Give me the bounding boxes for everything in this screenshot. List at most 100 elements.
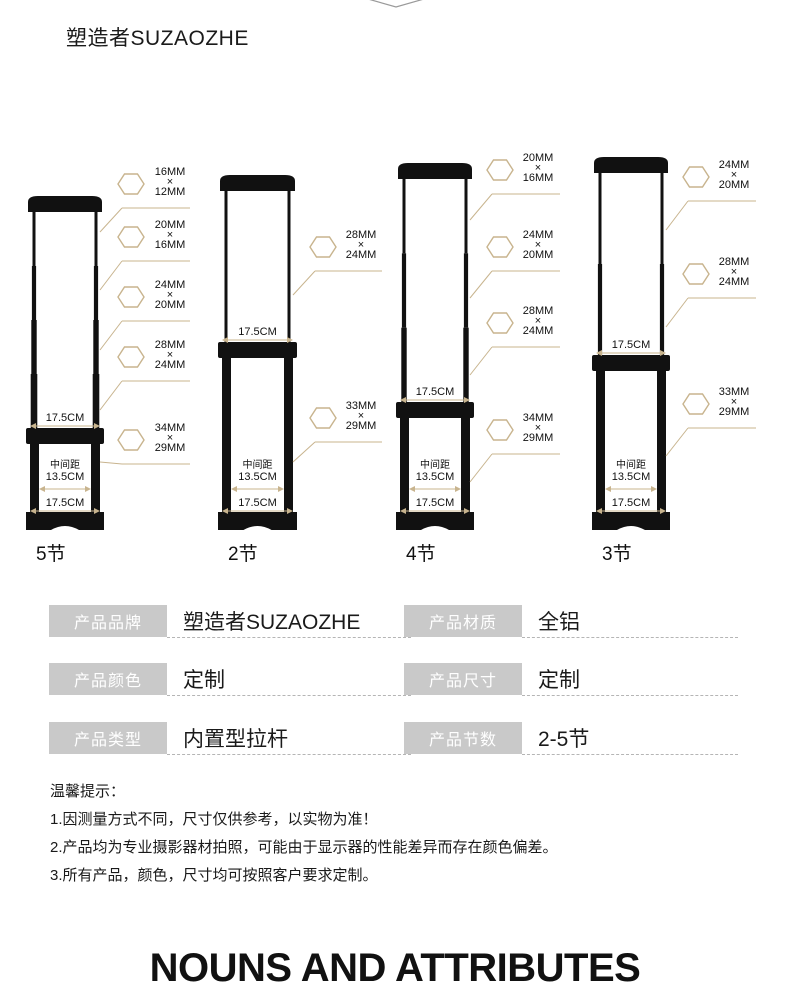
handle-base <box>218 512 297 530</box>
spec-label-material: 产品材质 <box>404 605 522 637</box>
hexagon-icon <box>486 419 514 441</box>
spec-row-sections: 产品节数 2-5节 <box>404 722 738 755</box>
section-size-times: × <box>167 432 173 444</box>
section-spec: 28MM×24MM <box>665 256 756 328</box>
cross-bar <box>218 342 297 358</box>
middle-distance-label: 中间距 <box>50 458 80 471</box>
hexagon-icon <box>486 312 514 334</box>
section-size-a: 34MM <box>523 412 554 424</box>
tube-right <box>463 253 469 328</box>
arrow-left-icon <box>400 397 406 403</box>
width-bottom-dimension <box>596 508 666 514</box>
section-spec: 34MM×29MM <box>99 422 190 465</box>
spec-value-size: 定制 <box>538 668 580 692</box>
section-size-a: 33MM <box>719 386 750 398</box>
spec-value-type-cell: 内置型拉杆 <box>167 722 411 755</box>
section-spec: 33MM×29MM <box>292 400 382 463</box>
hexagon-icon <box>309 407 337 429</box>
middle-distance-dimension <box>231 486 284 492</box>
section-spec: 34MM×29MM <box>469 412 560 483</box>
section-size-a: 28MM <box>155 339 186 351</box>
section-size-b: 24MM <box>155 359 186 371</box>
section-size-times: × <box>167 229 173 241</box>
spec-label-type: 产品类型 <box>49 722 167 754</box>
section-size-a: 33MM <box>346 400 377 412</box>
section-size-times: × <box>167 176 173 188</box>
section-size-b: 12MM <box>155 186 186 198</box>
tube-left <box>597 264 603 355</box>
section-size-a: 28MM <box>346 229 377 241</box>
tube-left <box>598 173 602 264</box>
spec-value-sections-cell: 2-5节 <box>522 722 738 755</box>
middle-distance-label: 中间距 <box>420 458 450 471</box>
width-bottom-dimension <box>30 508 100 514</box>
tips-section: 温馨提示： 1.因测量方式不同，尺寸仅供参考，以实物为准！ 2.产品均为专业摄影… <box>50 778 558 890</box>
section-size-b: 24MM <box>346 249 377 261</box>
tube-left <box>401 253 407 328</box>
spec-label-sections: 产品节数 <box>404 722 522 754</box>
handle-base <box>592 512 670 530</box>
width-bottom-dimension <box>222 508 293 514</box>
arrow-right-icon <box>287 508 293 514</box>
leader-line-diagonal <box>292 441 316 463</box>
cross-bar <box>396 402 474 418</box>
arrow-left-icon <box>596 350 602 356</box>
arrow-right-icon <box>464 508 470 514</box>
arrow-left-icon <box>222 508 228 514</box>
section-size-times: × <box>535 422 541 434</box>
middle-distance-label: 中间距 <box>243 458 273 471</box>
middle-distance-dimension <box>39 486 91 492</box>
arrow-right-icon <box>278 486 284 492</box>
spec-value-brand: 塑造者SUZAOZHE <box>183 610 361 634</box>
spec-value-size-cell: 定制 <box>522 663 738 696</box>
leader-line-diagonal <box>665 200 689 231</box>
section-count-label: 2节 <box>228 543 258 565</box>
arrow-right-icon <box>464 397 470 403</box>
width-top-label: 17.5CM <box>46 412 85 424</box>
section-size-times: × <box>535 315 541 327</box>
width-top-label: 17.5CM <box>416 386 455 398</box>
width-bottom-label: 17.5CM <box>46 497 85 509</box>
tube-right <box>94 212 98 266</box>
section-size-a: 28MM <box>719 256 750 268</box>
section-spec: 33MM×29MM <box>665 386 756 457</box>
tip-line-1: 1.因测量方式不同，尺寸仅供参考，以实物为准！ <box>50 811 378 828</box>
leader-line-diagonal <box>99 260 123 291</box>
tube-right <box>464 179 468 254</box>
section-spec: 24MM×20MM <box>99 279 190 351</box>
middle-distance-value: 13.5CM <box>46 471 85 483</box>
width-bottom-label: 17.5CM <box>416 497 455 509</box>
tip-line-2: 2.产品均为专业摄影器材拍照，可能由于显示器的性能差异而存在颜色偏差。 <box>50 839 558 856</box>
hexagon-icon <box>486 236 514 258</box>
trolley-handle-4节: 17.5CM中间距13.5CM17.5CM20MM×16MM24MM×20MM2… <box>396 152 560 565</box>
outer-tube-left <box>400 402 409 530</box>
section-spec: 20MM×16MM <box>99 219 190 291</box>
section-size-times: × <box>731 169 737 181</box>
section-size-b: 20MM <box>155 299 186 311</box>
hexagon-icon <box>682 393 710 415</box>
tube-right <box>463 327 469 402</box>
handle-grip <box>398 163 472 179</box>
section-spec: 24MM×20MM <box>665 159 756 231</box>
spec-row-color: 产品颜色 定制 <box>49 663 411 696</box>
width-top-dimension <box>596 350 666 356</box>
arrow-right-icon <box>287 337 293 343</box>
spec-row-brand: 产品品牌 塑造者SUZAOZHE <box>49 605 411 638</box>
hexagon-icon <box>117 429 145 451</box>
hexagon-icon <box>117 286 145 308</box>
arrow-right-icon <box>94 508 100 514</box>
handle-grip <box>220 175 295 191</box>
hexagon-icon <box>117 226 145 248</box>
section-size-times: × <box>167 289 173 301</box>
section-size-a: 24MM <box>523 229 554 241</box>
handle-grip <box>594 157 668 173</box>
trolley-handles-diagram: 17.5CM中间距13.5CM17.5CM16MM×12MM20MM×16MM2… <box>26 152 756 565</box>
tube-right <box>660 173 664 264</box>
tube-right <box>92 374 100 428</box>
chevron-down-icon <box>369 0 423 8</box>
section-size-times: × <box>167 349 173 361</box>
section-size-a: 28MM <box>523 305 554 317</box>
section-spec: 28MM×24MM <box>469 305 560 376</box>
tube-left <box>401 327 407 402</box>
trolley-handle-5节: 17.5CM中间距13.5CM17.5CM16MM×12MM20MM×16MM2… <box>26 166 190 565</box>
